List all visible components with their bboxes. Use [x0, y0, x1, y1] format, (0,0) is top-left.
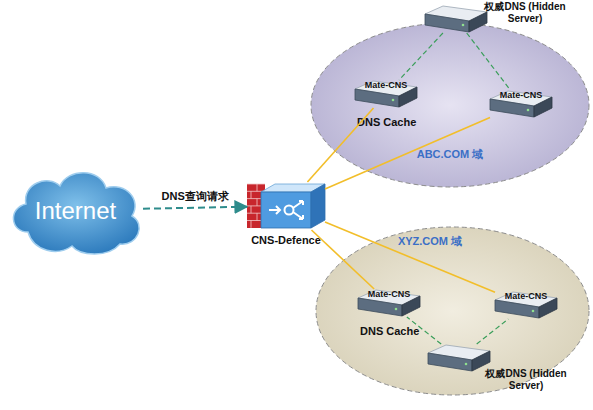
- server-led: [465, 363, 468, 366]
- brick-line: [257, 184, 258, 191]
- domain-ellipse: [311, 23, 589, 187]
- link-line: [307, 108, 373, 182]
- sync-line: [477, 319, 509, 344]
- node-label: Mate-CNS: [494, 90, 548, 100]
- node-label: Mate-CNS: [499, 291, 553, 301]
- domain-zone: ABC.COM 域权威DNS (Hidden Server)Mate-CNSDN…: [310, 22, 590, 188]
- brick-line: [251, 221, 252, 228]
- server-device: Mate-CNSDNS Cache: [358, 289, 420, 317]
- role-label: DNS Cache: [357, 116, 447, 129]
- node-label: Mate-CNS: [359, 80, 413, 90]
- server-front: [490, 99, 534, 117]
- sync-line: [407, 317, 441, 344]
- server-device: Mate-CNSDNS Cache: [355, 80, 417, 108]
- node-label: Mate-CNS: [362, 289, 416, 299]
- domain-label: XYZ.COM 域: [370, 235, 490, 248]
- server-device: Mate-CNS: [490, 90, 552, 118]
- server-led: [392, 99, 395, 102]
- link-line: [325, 222, 495, 292]
- domain-ellipse: [316, 227, 589, 395]
- dashed-arrow: [143, 207, 247, 209]
- device-front: [261, 192, 311, 228]
- device-side: [311, 184, 325, 228]
- server-front: [495, 300, 539, 318]
- node-label: CNS-Defence: [235, 234, 337, 247]
- node-outline: [428, 344, 490, 372]
- server-device: 权威DNS (Hidden Server): [425, 5, 487, 33]
- server-led: [532, 310, 535, 313]
- brick-line: [247, 184, 265, 185]
- edge-label: DNS查询请求: [162, 189, 229, 204]
- hub-symbol: [285, 206, 294, 215]
- server-led: [395, 308, 398, 311]
- node-outline: [425, 5, 487, 33]
- server-led: [462, 24, 465, 27]
- node-label: 权威DNS (Hidden Server): [473, 1, 577, 24]
- brick-line: [251, 206, 252, 213]
- brick-line: [251, 191, 252, 198]
- server-device: 权威DNS (Hidden Server): [428, 344, 490, 372]
- server-front: [355, 89, 399, 107]
- cloud-node: Internet: [8, 160, 143, 260]
- node-label: 权威DNS (Hidden Server): [474, 368, 578, 391]
- split-symbol: [293, 201, 303, 219]
- arrow-symbol: [269, 206, 280, 214]
- sync-line: [467, 33, 511, 90]
- server-front: [358, 298, 402, 316]
- domain-label: ABC.COM 域: [390, 148, 510, 161]
- link-line: [311, 230, 374, 289]
- brick-line: [257, 213, 258, 220]
- server-front: [425, 14, 469, 32]
- brick-line: [257, 199, 258, 206]
- server-front: [428, 353, 472, 371]
- server-side: [469, 12, 487, 32]
- domain-zone: XYZ.COM 域Mate-CNSDNS CacheMate-CNS权威DNS …: [315, 226, 590, 396]
- node-outline: [247, 182, 325, 230]
- sync-line: [399, 33, 443, 80]
- server-led: [527, 109, 530, 112]
- server-device: Mate-CNS: [495, 291, 557, 319]
- link-line: [325, 117, 490, 189]
- gateway-device: CNS-Defence: [247, 182, 325, 230]
- node-label: Internet: [8, 197, 143, 225]
- role-label: DNS Cache: [360, 325, 450, 338]
